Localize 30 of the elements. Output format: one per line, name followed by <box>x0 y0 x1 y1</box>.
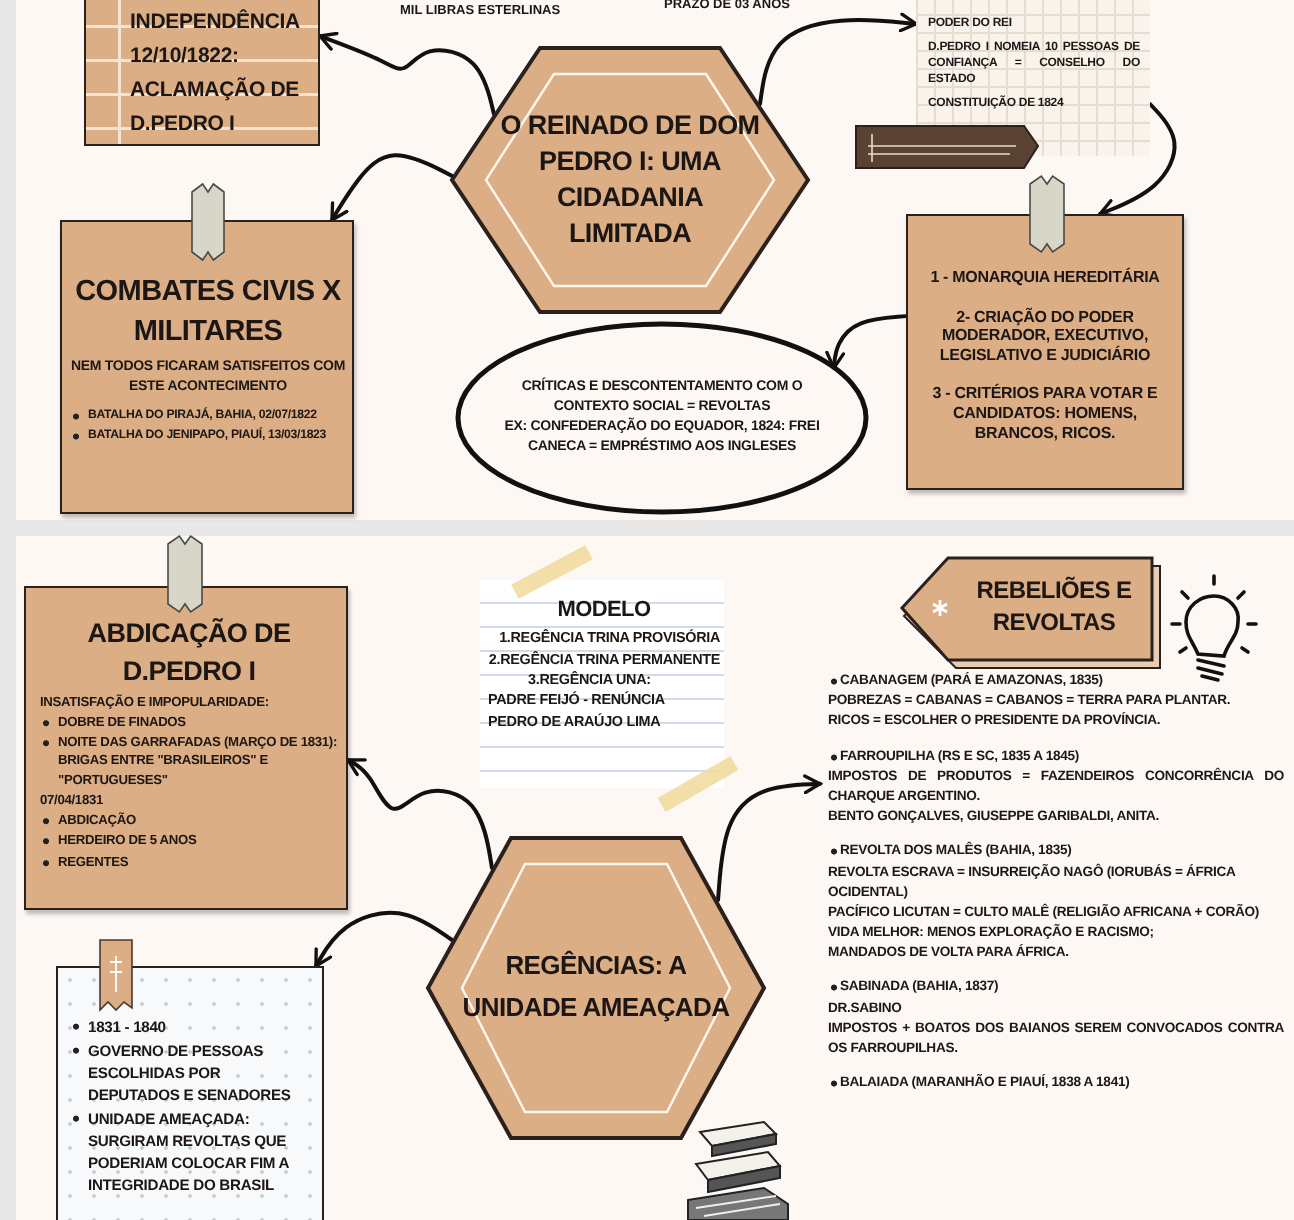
curved-arrow <box>313 910 454 968</box>
sticky-note <box>60 220 354 514</box>
note-text: 1 - MONARQUIA HEREDITÁRIA <box>928 268 1162 288</box>
curved-arrow <box>318 31 496 117</box>
lined-note <box>480 580 724 788</box>
heading: ABDICAÇÃO DE D.PEDRO I <box>85 616 293 690</box>
label-tag <box>900 556 1160 668</box>
note-text: 2- CRIAÇÃO DO PODER MODERADOR, EXECUTIVO, LEGISLATIVO E JUDICIÁRIO <box>937 307 1153 365</box>
lined-note <box>84 0 320 146</box>
hexagon-node <box>426 836 766 1140</box>
curved-arrow <box>346 758 494 870</box>
note-text: 12/10/1822: ACLAMAÇÃO DE D.PEDRO I <box>130 42 302 140</box>
note-text: INDEPENDÊNCIA <box>130 7 302 38</box>
sticky-note <box>906 214 1184 490</box>
curved-arrow <box>825 314 908 371</box>
heading: REBELIÕES E REVOLTAS <box>974 576 1134 639</box>
heading: REGÊNCIAS: A UNIDADE AMEAÇADA <box>460 948 732 1026</box>
note-text: 3 - CRITÉRIOS PARA VOTAR E CANDIDATOS: HOMENS, BRANCOS, RICOS. <box>930 384 1160 443</box>
grid-note <box>916 0 1150 156</box>
dotted-note <box>56 966 324 1220</box>
curved-arrow <box>757 12 918 106</box>
curved-arrow <box>1098 102 1177 218</box>
heading: COMBATES CIVIS X MILITARES <box>73 274 343 352</box>
heading: O REINADO DE DOM PEDRO I: UMA CIDADANIA LIMITADA <box>498 107 762 253</box>
hexagon-node <box>450 46 810 314</box>
sticky-note <box>24 586 348 910</box>
speech-bubble <box>456 322 868 514</box>
curved-arrow <box>329 153 455 222</box>
heading: MODELO <box>555 596 653 625</box>
curved-arrow <box>716 774 822 902</box>
